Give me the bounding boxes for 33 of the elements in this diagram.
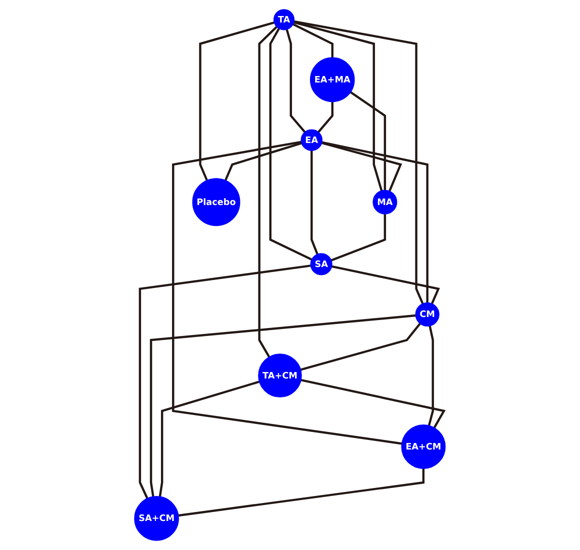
- connector: [224, 142, 302, 181]
- node-circle: EA: [300, 129, 323, 151]
- connector: [294, 20, 424, 304]
- connector: [158, 380, 260, 497]
- node-circle: EA+CM: [401, 424, 446, 469]
- connector: [294, 21, 383, 191]
- connector: [318, 102, 334, 133]
- connector: [286, 29, 306, 133]
- connector: [322, 142, 402, 192]
- connector: [350, 91, 386, 190]
- connector: [300, 378, 446, 428]
- node-circle: EA+MA: [310, 57, 355, 102]
- connector: [322, 141, 429, 303]
- connector: [310, 150, 318, 255]
- connector: [332, 265, 440, 304]
- node-circle: TA: [274, 9, 295, 30]
- connector: [178, 468, 425, 517]
- connector: [258, 26, 278, 358]
- node-circle: Placebo: [192, 178, 240, 226]
- connector: [199, 21, 275, 181]
- connector: [292, 23, 334, 58]
- connector: [428, 326, 434, 426]
- node-circle: SA+CM: [134, 496, 180, 541]
- connector: [269, 28, 312, 261]
- node-circle: SA: [310, 253, 332, 276]
- connector: [331, 214, 386, 262]
- connector: [138, 264, 311, 499]
- node-circle: TA+CM: [258, 354, 302, 398]
- node-circle: CM: [415, 302, 440, 326]
- connector: [300, 322, 421, 371]
- node-circle: MA: [372, 190, 398, 214]
- connector: [150, 314, 416, 497]
- connector: [172, 140, 402, 445]
